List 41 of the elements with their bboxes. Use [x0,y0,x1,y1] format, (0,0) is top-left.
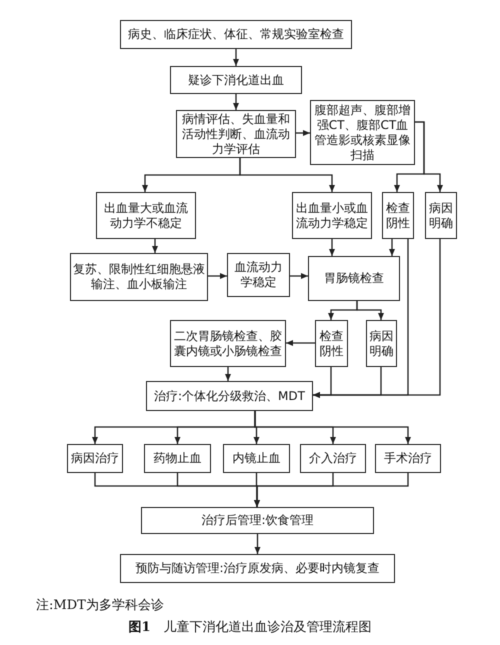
process-box: 预防与随访管理:治疗原发病、必要时内镜复查 [120,554,395,583]
process-box: 检查阴性 [382,192,414,239]
arrow [290,273,308,279]
arrow [239,158,335,192]
arrow [254,473,409,507]
arrow [356,301,384,320]
process-box: 治疗后管理:饮食管理 [141,507,374,534]
note-text: 注:MDT为多学科会诊 [36,597,164,614]
arrow [329,239,335,256]
process-box: 病史、临床症状、体征、常规实验室检查 [120,20,352,49]
process-box: 病因治疗 [67,444,123,473]
process-box: 胃肠镜检查 [308,256,400,301]
arrow [415,121,443,192]
process-box: 手术治疗 [375,444,441,473]
figure-caption: 图1 儿童下消化道出血诊治及管理流程图 [127,619,373,636]
process-box: 疑诊下消化道出血 [170,66,302,94]
process-box: 复苏、限制性红细胞悬液输注、血小板输注 [70,253,208,301]
process-box: 二次胃肠镜检查、胶囊内镜或小肠镜检查 [170,320,286,367]
process-box: 血流动力学稳定 [227,253,290,297]
process-box: 药物止血 [144,444,211,473]
process-box: 出血量小或血流动力学稳定 [292,192,372,239]
arrow [152,239,158,253]
arrow [233,94,239,110]
arrow [208,273,227,279]
process-box: 病因明确 [366,320,397,367]
process-box: 出血量大或血流动力学不稳定 [96,192,196,239]
process-box: 介入治疗 [300,444,366,473]
arrow [286,340,315,346]
process-box: 病因明确 [425,192,457,239]
process-box: 腹部超声、腹部增强CT、腹部CT血管造影或核素显像扫描 [310,100,415,165]
process-box: 治疗:个体化分级救治、MDT [146,381,313,411]
process-box: 检查阴性 [315,320,348,367]
arrow [296,130,310,136]
arrow [313,239,441,398]
arrow [389,239,395,256]
process-box: 病情评估、失血量和活动性判断、血流动力学评估 [176,110,296,158]
arrow [225,367,231,381]
process-box: 内镜止血 [223,444,290,473]
arrow [233,49,239,66]
arrow [254,534,260,554]
arrow [254,411,411,444]
